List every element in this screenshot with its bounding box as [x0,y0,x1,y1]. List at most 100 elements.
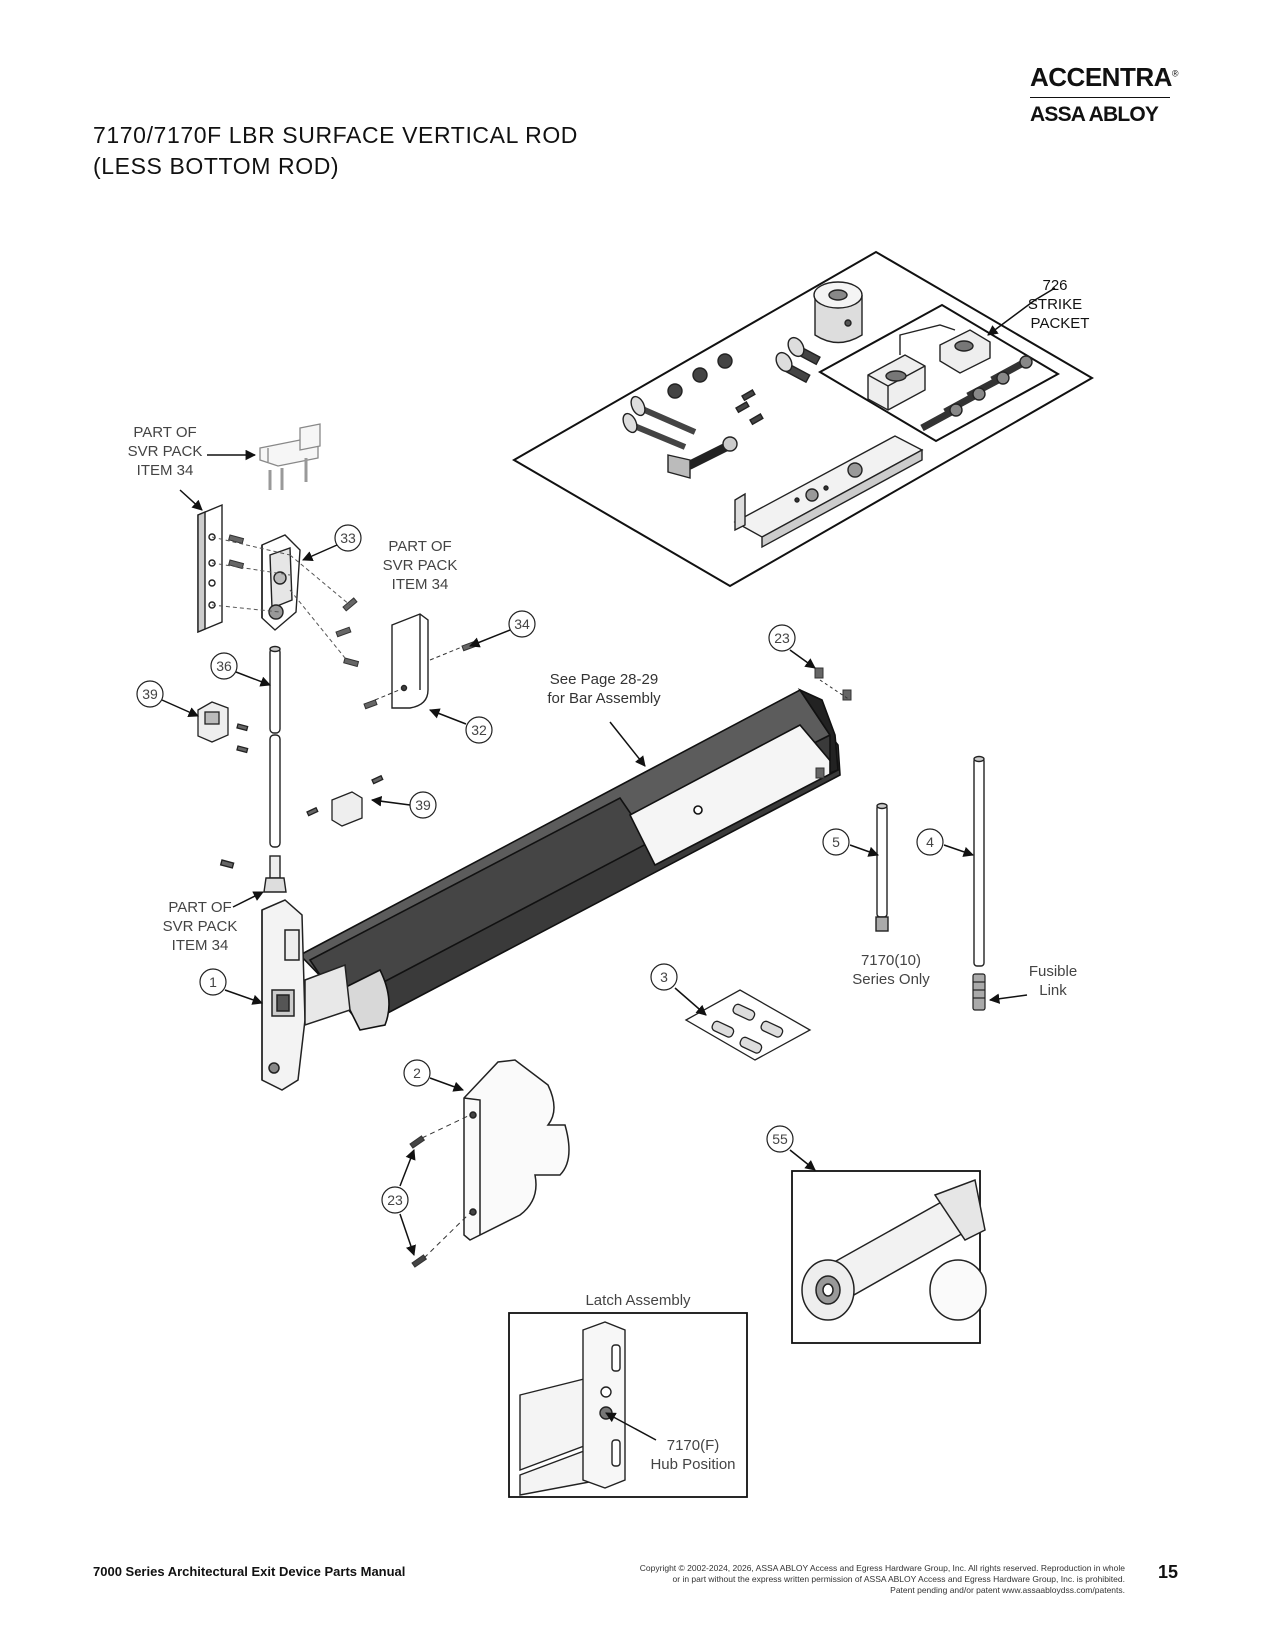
item-55-panel [791,1170,981,1344]
callout-fusible-link: Fusible Link [1029,963,1077,999]
item-balloon-2-label: 2 [413,1065,421,1081]
svr-pack-top-line-2: SVR PACK [128,443,203,460]
item-balloon-2: 2 [403,1059,431,1087]
series-only-line-2: Series Only [852,971,930,988]
bar-end-screws [814,667,852,779]
top-latch-cover [391,613,429,709]
item-balloon-34-label: 34 [514,616,530,632]
item-balloon-33-label: 33 [340,530,356,546]
item-balloon-1: 1 [199,968,227,996]
item-balloon-55: 55 [766,1125,794,1153]
item-balloon-55-label: 55 [772,1131,788,1147]
copyright-line-2: or in part without the express written p… [672,1574,1125,1584]
cover-screws [363,641,476,710]
svr-pack-bottom-line-1: PART OF [168,899,231,916]
callout-svr-pack-top: PART OF SVR PACK ITEM 34 [128,424,203,479]
title-line-1: 7170/7170F LBR SURFACE VERTICAL ROD [93,122,579,148]
bar-assembly-line-1: See Page 28-29 [550,671,658,688]
latch-assembly-inset-drawing [519,1321,626,1496]
strike-kit-panel [512,250,1094,588]
end-cap-screws [409,1114,471,1268]
item-balloon-23a-label: 23 [774,630,790,646]
strike-packet-parts [867,324,1033,432]
brand-logo: ACCENTRA® ASSA ABLOY [1030,62,1190,127]
item-balloon-36-label: 36 [216,658,232,674]
rod-item-5 [875,802,889,932]
latch-assembly-inset [508,1312,748,1498]
fusible-link-line-1: Fusible [1029,963,1077,980]
rod-item-4 [973,755,985,967]
top-latch-mounting-bracket [197,503,223,634]
item-balloon-4: 4 [916,828,944,856]
item-balloon-34: 34 [508,610,536,638]
item-balloon-5: 5 [822,828,850,856]
series-only-line-1: 7170(10) [861,952,921,969]
svr-pack-clip [259,423,321,490]
item-balloon-39a: 39 [136,680,164,708]
sex-bolt-sleeve [801,1178,987,1321]
strike-packet-line-2: STRIKE [1028,296,1082,313]
fusible-link-part [972,973,986,1011]
item-balloon-23a: 23 [768,624,796,652]
exit-bar-assembly [298,688,841,1031]
strike-packet-line-3: PACKET [1031,315,1090,332]
title-line-2: (LESS BOTTOM ROD) [93,153,340,179]
hub-position-line-2: Hub Position [650,1456,735,1473]
rod-guide-bracket-upper [197,701,249,754]
bar-assembly-line-2: for Bar Assembly [547,690,661,707]
item-balloon-1-label: 1 [209,974,217,990]
item-balloon-5-label: 5 [832,834,840,850]
page-title: 7170/7170F LBR SURFACE VERTICAL ROD (LES… [93,120,578,182]
copyright-notice: Copyright © 2002-2024, 2026, ASSA ABLOY … [500,1563,1125,1596]
latch-assembly-label: Latch Assembly [585,1292,691,1309]
strike-screws [622,336,821,450]
dogging-key-pack [684,989,812,1061]
copyright-line-3: Patent pending and/or patent www.assaabl… [890,1585,1125,1595]
callout-strike-packet: 726 STRIKE PACKET [1028,277,1090,332]
strike-packet-line-1: 726 [1042,277,1067,294]
main-latch-chassis [261,899,351,1091]
callout-svr-pack-mid: PART OF SVR PACK ITEM 34 [383,538,458,593]
item-balloon-3: 3 [650,963,678,991]
item-balloon-36: 36 [210,652,238,680]
callout-latch-assembly: Latch Assembly [585,1292,691,1309]
svr-pack-mid-line-3: ITEM 34 [392,576,449,593]
item-balloon-33: 33 [334,524,362,552]
roller-cylinder [813,281,863,344]
svr-pack-top-line-1: PART OF [133,424,196,441]
logo-divider [1030,97,1170,98]
leader-arrows [161,287,1056,1441]
logo-registered-mark: ® [1171,68,1179,79]
svr-pack-bottom-line-3: ITEM 34 [172,937,229,954]
page-number: 15 [1158,1562,1179,1582]
item-number-balloons: 33 34 36 39 32 39 23 5 4 1 3 2 55 23 [136,524,944,1214]
item-balloon-32: 32 [465,716,493,744]
callout-bar-assembly: See Page 28-29 for Bar Assembly [547,671,661,707]
item-balloon-23b-label: 23 [387,1192,403,1208]
item-balloon-39a-label: 39 [142,686,158,702]
item-balloon-4-label: 4 [926,834,934,850]
item-balloon-23b: 23 [381,1186,409,1214]
strike-pin-paddle [667,436,738,479]
end-cap-cover [463,1059,570,1241]
top-latch [261,534,301,631]
alignment-dashes [211,536,351,659]
item-balloon-32-label: 32 [471,722,487,738]
callout-hub-position: 7170(F) Hub Position [650,1437,735,1473]
fusible-link-line-2: Link [1039,982,1067,999]
callout-svr-pack-bottom: PART OF SVR PACK ITEM 34 [163,899,238,954]
copyright-line-1: Copyright © 2002-2024, 2026, ASSA ABLOY … [639,1563,1125,1573]
manual-title: 7000 Series Architectural Exit Device Pa… [93,1564,406,1579]
strike-plate [733,435,924,549]
item-balloon-3-label: 3 [660,969,668,985]
logo-brand: ACCENTRA® [1030,62,1190,93]
svr-pack-mid-line-1: PART OF [388,538,451,555]
svr-pack-bottom-line-2: SVR PACK [163,918,238,935]
callout-series-only: 7170(10) Series Only [852,952,930,988]
item-balloon-39b-label: 39 [415,797,431,813]
strike-kit-parts [622,281,1033,549]
hub-position-line-1: 7170(F) [667,1437,720,1454]
logo-brand-text: ACCENTRA [1030,62,1172,92]
logo-parent: ASSA ABLOY [1030,103,1159,126]
